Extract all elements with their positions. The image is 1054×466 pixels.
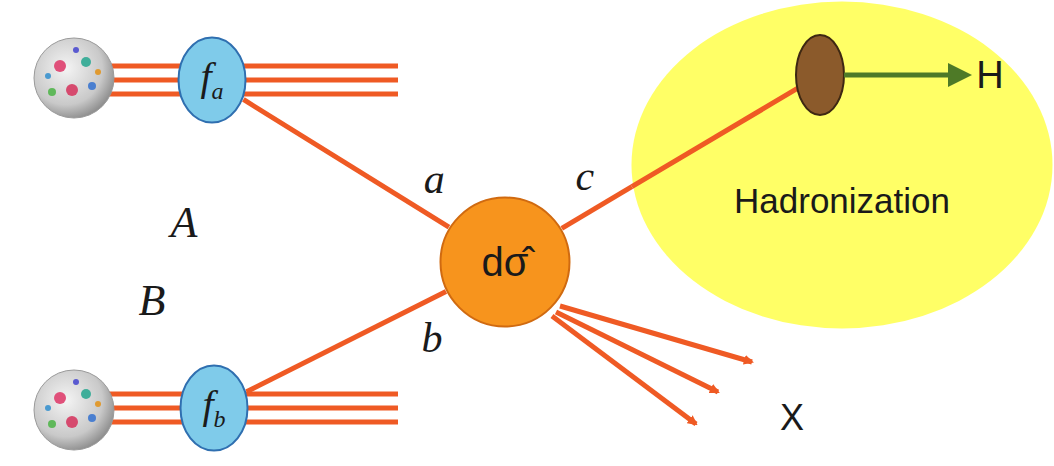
cross-section-symbol: dσ̂ <box>482 240 529 284</box>
text-holder: fb <box>179 364 249 452</box>
pdf-ellipse: fa <box>177 36 247 124</box>
hadron-arrowhead <box>948 63 972 87</box>
region-title: Hadronization <box>734 181 950 220</box>
hadronization-region: Hadronization <box>630 0 1054 330</box>
parton-line <box>243 99 449 227</box>
proton-sphere <box>34 38 114 118</box>
text-holder: dσ̂ <box>439 196 571 328</box>
fragmentation-blob <box>796 35 844 115</box>
text-holder: Hadronization <box>630 182 1054 221</box>
parton-label: c <box>575 152 594 200</box>
pdf-symbol: fb <box>202 383 225 432</box>
parton-line <box>247 292 447 392</box>
pdf-ellipse: fb <box>179 364 249 452</box>
proton-sphere <box>34 370 114 450</box>
beam-label: A <box>171 197 198 248</box>
hadron-lines <box>108 66 398 422</box>
pdf-ellipse-shape <box>181 366 248 451</box>
parton-line <box>632 88 798 186</box>
hadronization-region-shape <box>632 2 1053 329</box>
parton-line <box>562 187 632 229</box>
parton-label: a <box>424 155 445 203</box>
beam-label: B <box>139 275 166 326</box>
hadron-arrow <box>844 73 952 78</box>
final-state-arrows <box>552 306 752 424</box>
text-holder: fa <box>177 36 247 124</box>
final-state-label: X <box>780 397 804 439</box>
cross-section-circle-shape <box>441 198 570 327</box>
hadronization-region-outline <box>630 0 1054 330</box>
pdf-ellipse-shape <box>179 38 246 123</box>
hadron-label: H <box>976 54 1003 97</box>
parton-label: b <box>422 314 443 362</box>
cross-section-circle: dσ̂ <box>439 196 571 328</box>
pdf-symbol: fa <box>200 55 223 104</box>
